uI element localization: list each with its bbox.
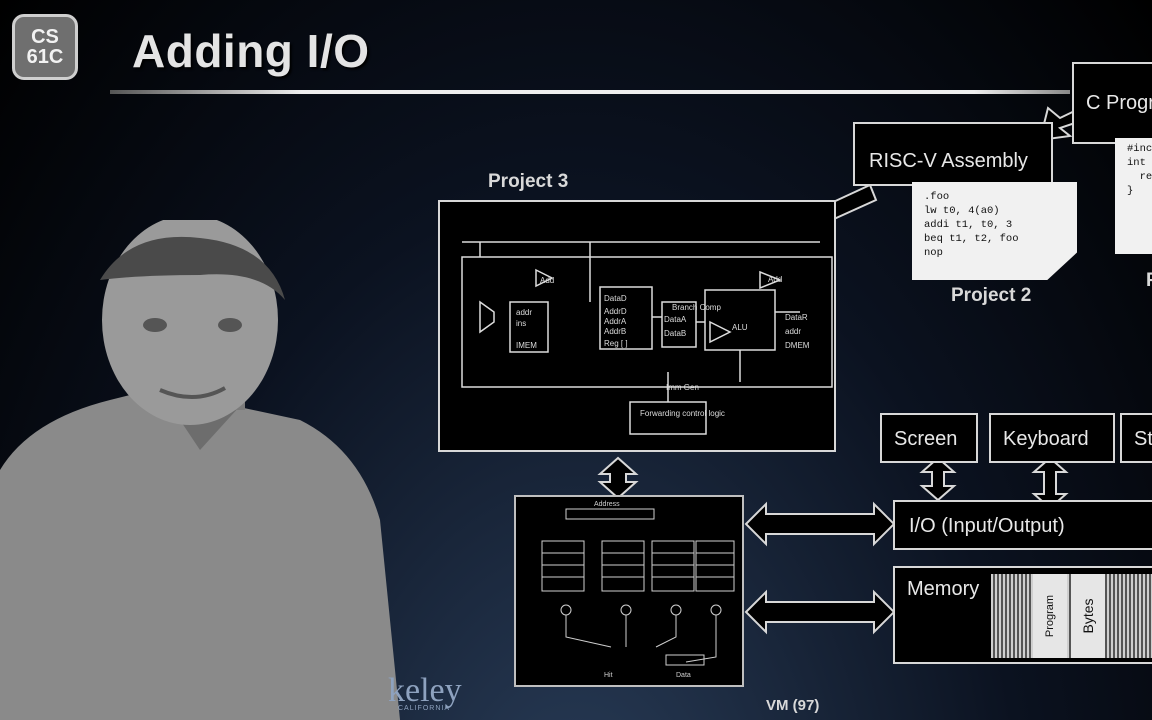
dp-label: Add [768, 275, 782, 284]
cache-schematic: Address Hit Data [541, 501, 735, 679]
risc-v-assembly-box: RISC-V Assembly [853, 122, 1053, 186]
forwarding-control-label: Forwarding control logic [640, 409, 725, 418]
logo-line1: CS [31, 26, 59, 48]
memory-bytes-column: Bytes [1071, 574, 1105, 658]
storage-box: St [1120, 413, 1152, 463]
dp-label: IMEM [516, 341, 537, 350]
title-underline [110, 90, 1070, 94]
datapath-schematic: Add Add addr ins IMEM DataD AddrD AddrA … [461, 241, 833, 435]
dp-label: DMEM [785, 341, 810, 350]
datapath-diagram: Add Add addr ins IMEM DataD AddrD AddrA … [438, 200, 836, 452]
project2-caption: Project 2 [951, 285, 1032, 306]
dp-label: DataB [664, 329, 686, 338]
cache-address-label: Address [594, 501, 620, 508]
c-code-line: } [1127, 185, 1134, 197]
io-label: I/O (Input/Output) [909, 515, 1065, 537]
storage-label: St [1134, 428, 1152, 450]
dp-label: Imm Gen [666, 383, 699, 392]
cache-data-label: Data [676, 672, 691, 679]
cache-hit-label: Hit [604, 672, 613, 679]
cs61c-logo: CS 61C [12, 14, 78, 80]
dp-label: Reg [ ] [604, 339, 628, 348]
berkeley-watermark: keley [388, 672, 462, 709]
c-code-note: #inc int re } [1115, 138, 1152, 254]
asm-line: addi t1, t0, 3 [924, 219, 1013, 231]
io-box: I/O (Input/Output) [893, 500, 1152, 550]
dp-label: addr [785, 327, 801, 336]
dp-label: ins [516, 319, 526, 328]
dp-label: addr [516, 308, 532, 317]
c-code-line: int [1127, 157, 1146, 169]
dp-label: Add [540, 276, 554, 285]
memory-bytes-label: Bytes [1080, 598, 1096, 634]
vm-caption: VM (97) [766, 697, 820, 714]
project3-caption: Project 3 [488, 171, 569, 192]
slide-title: Adding I/O [132, 25, 370, 77]
dp-label: AddrA [604, 317, 627, 326]
presenter-figure [0, 220, 400, 720]
dp-label: DataD [604, 294, 627, 303]
keyboard-box: Keyboard [989, 413, 1115, 463]
memory-program-label: Program [1044, 594, 1056, 638]
screen-label: Screen [894, 428, 958, 450]
assembly-code-note: .foo lw t0, 4(a0) addi t1, t0, 3 beq t1,… [912, 182, 1077, 280]
berkeley-watermark-sub: CALIFORNIA [398, 705, 451, 712]
asm-line: .foo [924, 191, 950, 203]
c-code-line: re [1127, 171, 1152, 183]
risc-v-assembly-label: RISC-V Assembly [869, 150, 1028, 172]
memory-box: Memory Program Bytes [893, 566, 1152, 664]
asm-line: lw t0, 4(a0) [924, 205, 1000, 217]
keyboard-label: Keyboard [1003, 428, 1089, 450]
partial-caption: P [1146, 270, 1152, 292]
c-program-box: C Progr [1072, 62, 1152, 144]
cache-diagram: Address Hit Data [514, 495, 744, 687]
dp-label: ALU [732, 323, 748, 332]
c-program-label: C Progr [1086, 92, 1152, 114]
memory-program-column: Program [1033, 574, 1067, 658]
asm-line: nop [924, 247, 943, 259]
dp-label: DataR [785, 313, 808, 322]
dp-label: Branch Comp [672, 303, 721, 312]
dp-label: AddrD [604, 307, 627, 316]
c-code-line: #inc [1127, 143, 1152, 155]
memory-label: Memory [907, 578, 980, 600]
dp-label: DataA [664, 315, 687, 324]
asm-line: beq t1, t2, foo [924, 233, 1019, 245]
dp-label: AddrB [604, 327, 626, 336]
logo-line2: 61C [26, 46, 64, 68]
screen-box: Screen [880, 413, 978, 463]
